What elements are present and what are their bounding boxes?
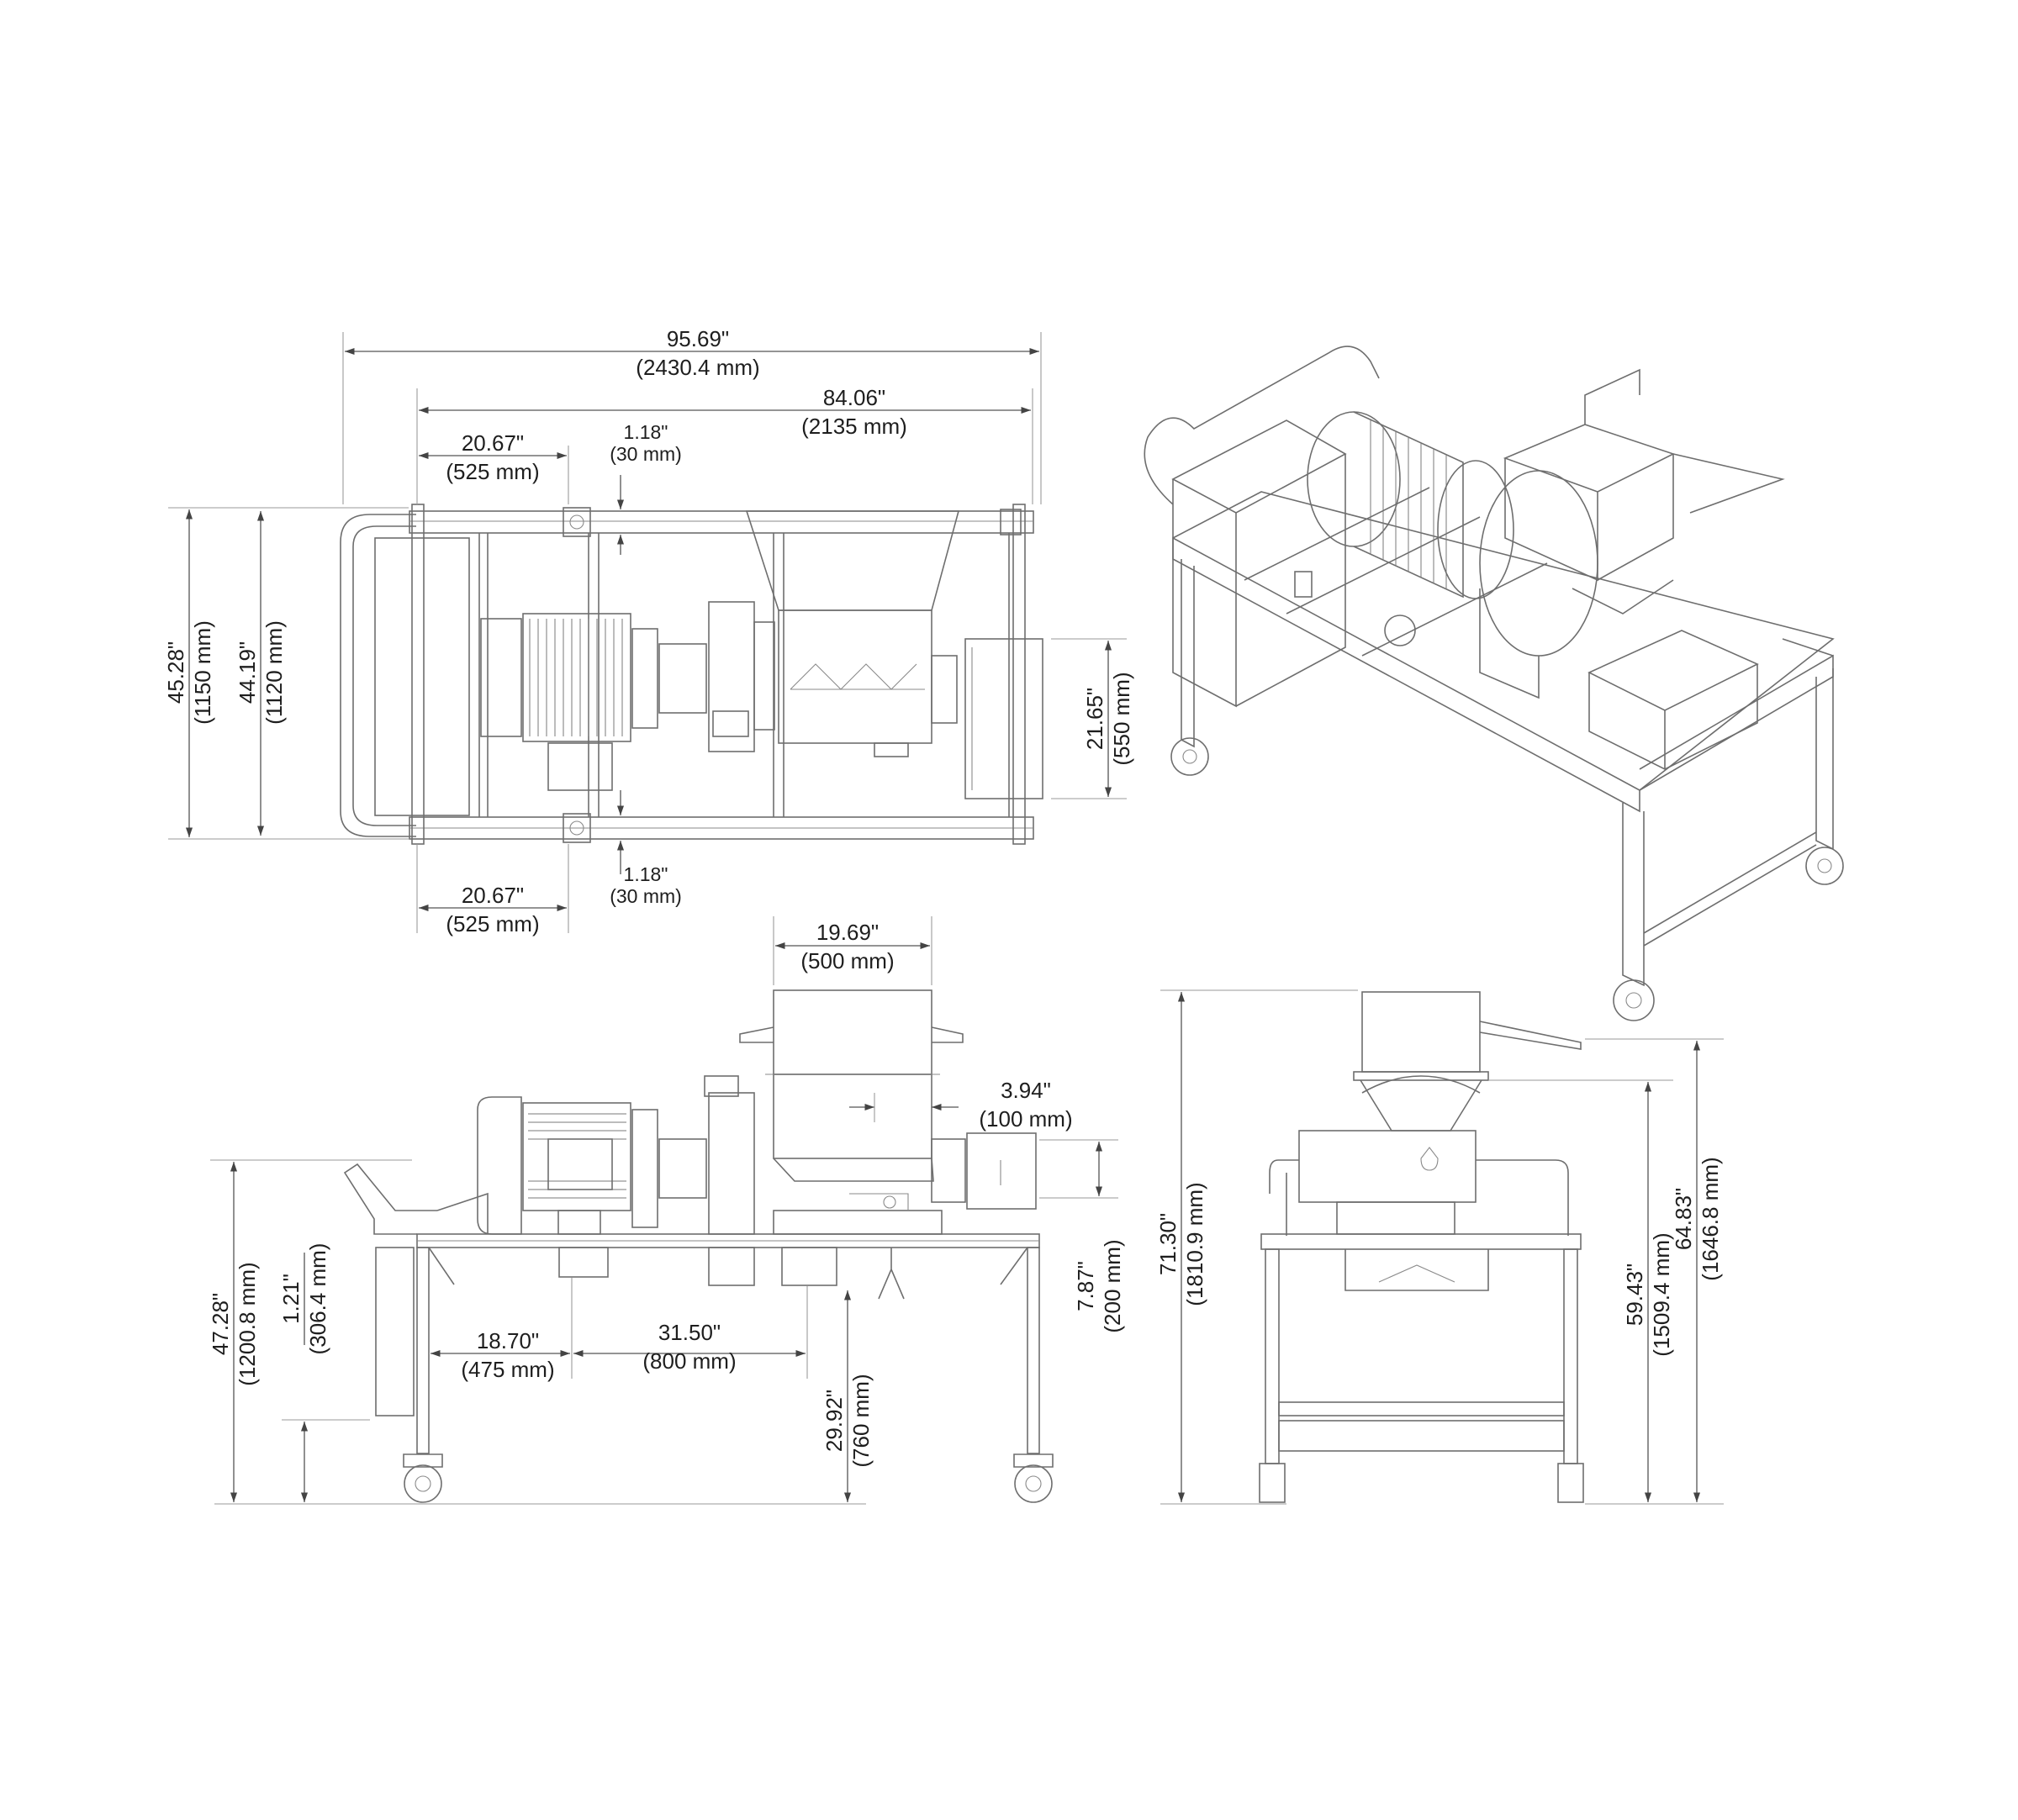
bolt-tab-top — [563, 507, 591, 537]
end-drop-tray — [1344, 1249, 1489, 1291]
junction-box — [547, 742, 613, 791]
frame-width-imperial: 44.19" — [235, 641, 260, 704]
rail-gap-top-metric: (30 mm) — [610, 443, 682, 465]
side-leg-left — [416, 1247, 430, 1454]
overall-width-imperial: 45.28" — [163, 641, 188, 704]
leg-offset-top-imperial: 20.67" — [462, 430, 524, 456]
iso-caster-front — [1613, 979, 1655, 1021]
hopper-offset-metric: (100 mm) — [979, 1106, 1072, 1132]
end-hopper-upper — [1361, 991, 1481, 1073]
leg-to-drop-imperial: 18.70" — [477, 1328, 539, 1353]
side-leg-right — [1027, 1247, 1040, 1454]
hopper-plan — [745, 510, 960, 611]
feed-height-metric: (1509.4 mm) — [1649, 1232, 1674, 1356]
push-handle — [340, 514, 416, 837]
shelf-height-imperial: 1.21" — [278, 1274, 304, 1324]
end-body — [1298, 1130, 1477, 1203]
control-box — [374, 537, 470, 816]
leg-offset-bottom-imperial: 20.67" — [462, 883, 524, 908]
auger-housing — [778, 609, 932, 744]
side-caster-right — [1014, 1464, 1053, 1503]
hopper-width-metric: (500 mm) — [800, 948, 894, 973]
side-hopper-lower — [773, 1074, 932, 1159]
iso-caster-left — [1170, 737, 1209, 776]
table-height-metric: (1200.8 mm) — [235, 1262, 260, 1385]
leg-to-drop-metric: (475 mm) — [461, 1357, 554, 1382]
side-outlet-box — [966, 1132, 1037, 1210]
isometric-view — [1144, 346, 1844, 1021]
drop-spacing-imperial: 31.50" — [658, 1320, 721, 1345]
rail-gap-bottom-imperial: 1.18" — [624, 863, 668, 885]
overall-width-metric: (1150 mm) — [190, 620, 215, 725]
iso-caster-right — [1805, 847, 1844, 885]
side-caster-left — [404, 1464, 442, 1503]
side-hopper-upper — [773, 989, 932, 1075]
hopper-offset-imperial: 3.94" — [1001, 1078, 1051, 1103]
box-width-metric: (550 mm) — [1109, 672, 1134, 765]
frame-length-metric: (2135 mm) — [801, 414, 907, 439]
side-gearbox — [708, 1092, 755, 1235]
overall-length-imperial: 95.69" — [667, 326, 729, 351]
drop-height-metric: (760 mm) — [848, 1374, 874, 1467]
rail-gap-bottom-metric: (30 mm) — [610, 885, 682, 907]
top-view: 95.69" (2430.4 mm) 84.06" (2135 mm) 20.6… — [163, 326, 1134, 936]
table-height-imperial: 47.28" — [208, 1293, 233, 1355]
hopper-width-imperial: 19.69" — [816, 920, 879, 945]
drop-spacing-metric: (800 mm) — [642, 1348, 736, 1374]
frame-rail-top — [409, 510, 1034, 534]
shelf-height-metric: (306.4 mm) — [305, 1243, 330, 1355]
motor-body — [522, 613, 631, 742]
end-view: 71.30" (1810.9 mm) 64.83" (1646.8 mm) 59… — [1155, 989, 1724, 1505]
frame-width-metric: (1120 mm) — [261, 620, 287, 725]
side-view: 19.69" (500 mm) 3.94" (100 mm) 7.87" (20… — [208, 916, 1125, 1505]
leg-offset-top-metric: (525 mm) — [446, 459, 539, 484]
iso-motor-end — [1307, 411, 1401, 547]
outlet-height-metric: (200 mm) — [1100, 1239, 1125, 1332]
side-motor-body — [522, 1102, 631, 1211]
leg-offset-bottom-metric: (525 mm) — [446, 911, 539, 936]
iso-front-rail — [1172, 536, 1640, 813]
coupling — [658, 643, 707, 714]
iso-discharge-box — [1587, 630, 1759, 711]
rail-gap-top-imperial: 1.18" — [624, 421, 668, 443]
end-tabletop — [1260, 1233, 1582, 1250]
hopper-lip-height-metric: (1646.8 mm) — [1698, 1157, 1723, 1280]
outlet-height-imperial: 7.87" — [1073, 1261, 1098, 1311]
side-handle — [343, 1163, 437, 1235]
feed-height-imperial: 59.43" — [1622, 1263, 1647, 1326]
side-motor-end — [477, 1096, 522, 1235]
iso-handle — [1144, 346, 1380, 505]
overall-length-metric: (2430.4 mm) — [636, 355, 759, 380]
motor-end-cap — [480, 618, 522, 737]
bolt-tab-bottom — [563, 813, 591, 843]
end-feed-chute — [1479, 1021, 1582, 1050]
overall-height-imperial: 71.30" — [1155, 1213, 1181, 1275]
box-width-imperial: 21.65" — [1082, 688, 1107, 750]
overall-height-metric: (1810.9 mm) — [1182, 1182, 1207, 1306]
gearbox — [708, 601, 755, 752]
hopper-lip-height-imperial: 64.83" — [1671, 1188, 1696, 1250]
end-leg-left — [1265, 1248, 1280, 1464]
discharge-box — [964, 638, 1043, 799]
end-leg-right — [1563, 1248, 1578, 1464]
drop-height-imperial: 29.92" — [821, 1390, 847, 1452]
frame-length-imperial: 84.06" — [823, 385, 885, 410]
iso-hopper-top — [1503, 424, 1676, 493]
